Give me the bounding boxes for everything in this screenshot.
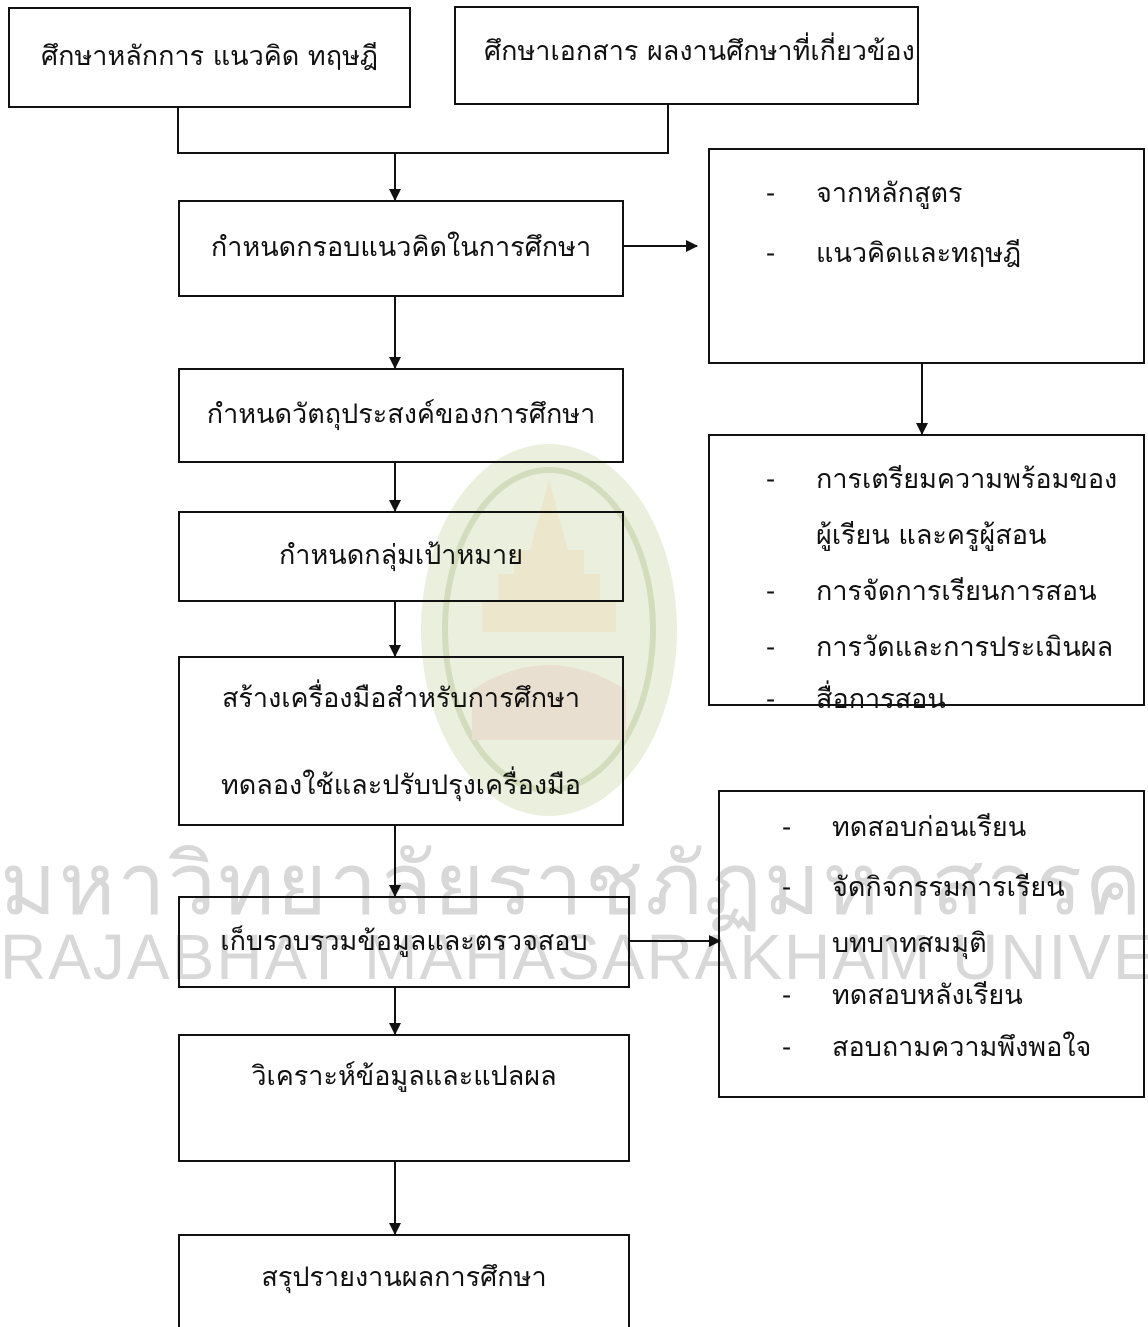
study-principles-box: ศึกษาหลักการ แนวคิด ทฤษฎี [8,7,411,108]
study-documents-label: ศึกษาเอกสาร ผลงานศึกษาที่เกี่ยวข้อง [484,36,915,67]
bullet-dash: - [766,576,776,607]
framework-content-list: -การเตรียมความพร้อมของ ผู้เรียน และครูผู… [766,450,1117,726]
step-conclude-label: สรุปรายงานผลการศึกษา [261,1262,547,1293]
step-tryout-label: ทดลองใช้และปรับปรุงเครื่องมือ [220,770,582,801]
university-seal-watermark [421,444,677,816]
step-framework-label: กำหนดกรอบแนวคิดในการศึกษา [210,232,592,264]
step-collect-box: เก็บรวบรวมข้อมูลและตรวจสอบ [178,896,630,988]
step-objectives-label: กำหนดวัตถุประสงค์ของการศึกษา [206,399,596,431]
bullet-dash: - [782,980,792,1011]
framework-sources-box: -จากหลักสูตร -แนวคิดและทฤษฎี [708,148,1145,364]
step-target-group-label: กำหนดกลุ่มเป้าหมาย [278,540,524,572]
merge-connector [177,105,669,154]
list-item: -ทดสอบก่อนเรียน [782,798,1091,858]
list-item: -การเตรียมความพร้อมของ [766,450,1117,510]
watermark-thai-text: มหาวิทยาลัยราชภัฏมหาสารคาม [0,837,1148,933]
list-item: -จัดกิจกรรมการเรียน [782,858,1091,918]
study-documents-box: ศึกษาเอกสาร ผลงานศึกษาที่เกี่ยวข้อง [454,6,919,105]
step-analyze-box: วิเคราะห์ข้อมูลและแปลผล [178,1034,630,1162]
list-item: -สื่อการสอน [766,674,1117,726]
bullet-dash: - [766,632,776,663]
study-principles-label: ศึกษาหลักการ แนวคิด ทฤษฎี [41,41,378,73]
step-collect-label: เก็บรวบรวมข้อมูลและตรวจสอบ [220,925,588,957]
step-analyze-label: วิเคราะห์ข้อมูลและแปลผล [251,1060,557,1092]
bullet-dash: - [782,1032,792,1063]
bullet-dash: - [782,812,792,843]
step-instruments-label: สร้างเครื่องมือสำหรับการศึกษา [221,683,581,714]
step-instruments-box: สร้างเครื่องมือสำหรับการศึกษา ทดลองใช้แล… [178,656,624,826]
step-objectives-box: กำหนดวัตถุประสงค์ของการศึกษา [178,368,624,463]
list-item-continuation: ผู้เรียน และครูผู้สอน [816,520,1047,551]
bullet-dash: - [766,238,776,269]
list-item: -สอบถามความพึงพอใจ [782,1022,1091,1074]
list-item: -การวัดและการประเมินผล [766,622,1117,674]
data-collection-methods-list: -ทดสอบก่อนเรียน -จัดกิจกรรมการเรียน บทบา… [782,798,1091,1074]
bullet-dash: - [766,464,776,495]
step-conclude-box: สรุปรายงานผลการศึกษา [178,1234,630,1327]
list-item: -ทดสอบหลังเรียน [782,970,1091,1022]
watermark-english-text: RAJABHAT MAHASARAKHAM UNIVERSITY [0,921,1148,993]
framework-sources-list: -จากหลักสูตร -แนวคิดและทฤษฎี [766,164,1021,284]
bullet-dash: - [766,178,776,209]
list-item: -จากหลักสูตร [766,164,1021,224]
list-item: -แนวคิดและทฤษฎี [766,224,1021,284]
bullet-dash: - [766,684,776,715]
step-target-group-box: กำหนดกลุ่มเป้าหมาย [178,511,624,602]
framework-content-box: -การเตรียมความพร้อมของ ผู้เรียน และครูผู… [708,434,1145,715]
bullet-dash: - [782,872,792,903]
step-framework-box: กำหนดกรอบแนวคิดในการศึกษา [178,200,624,297]
list-item-continuation: บทบาทสมมุติ [832,928,987,959]
data-collection-methods-box: -ทดสอบก่อนเรียน -จัดกิจกรรมการเรียน บทบา… [718,790,1145,1098]
list-item: -การจัดการเรียนการสอน [766,562,1117,622]
